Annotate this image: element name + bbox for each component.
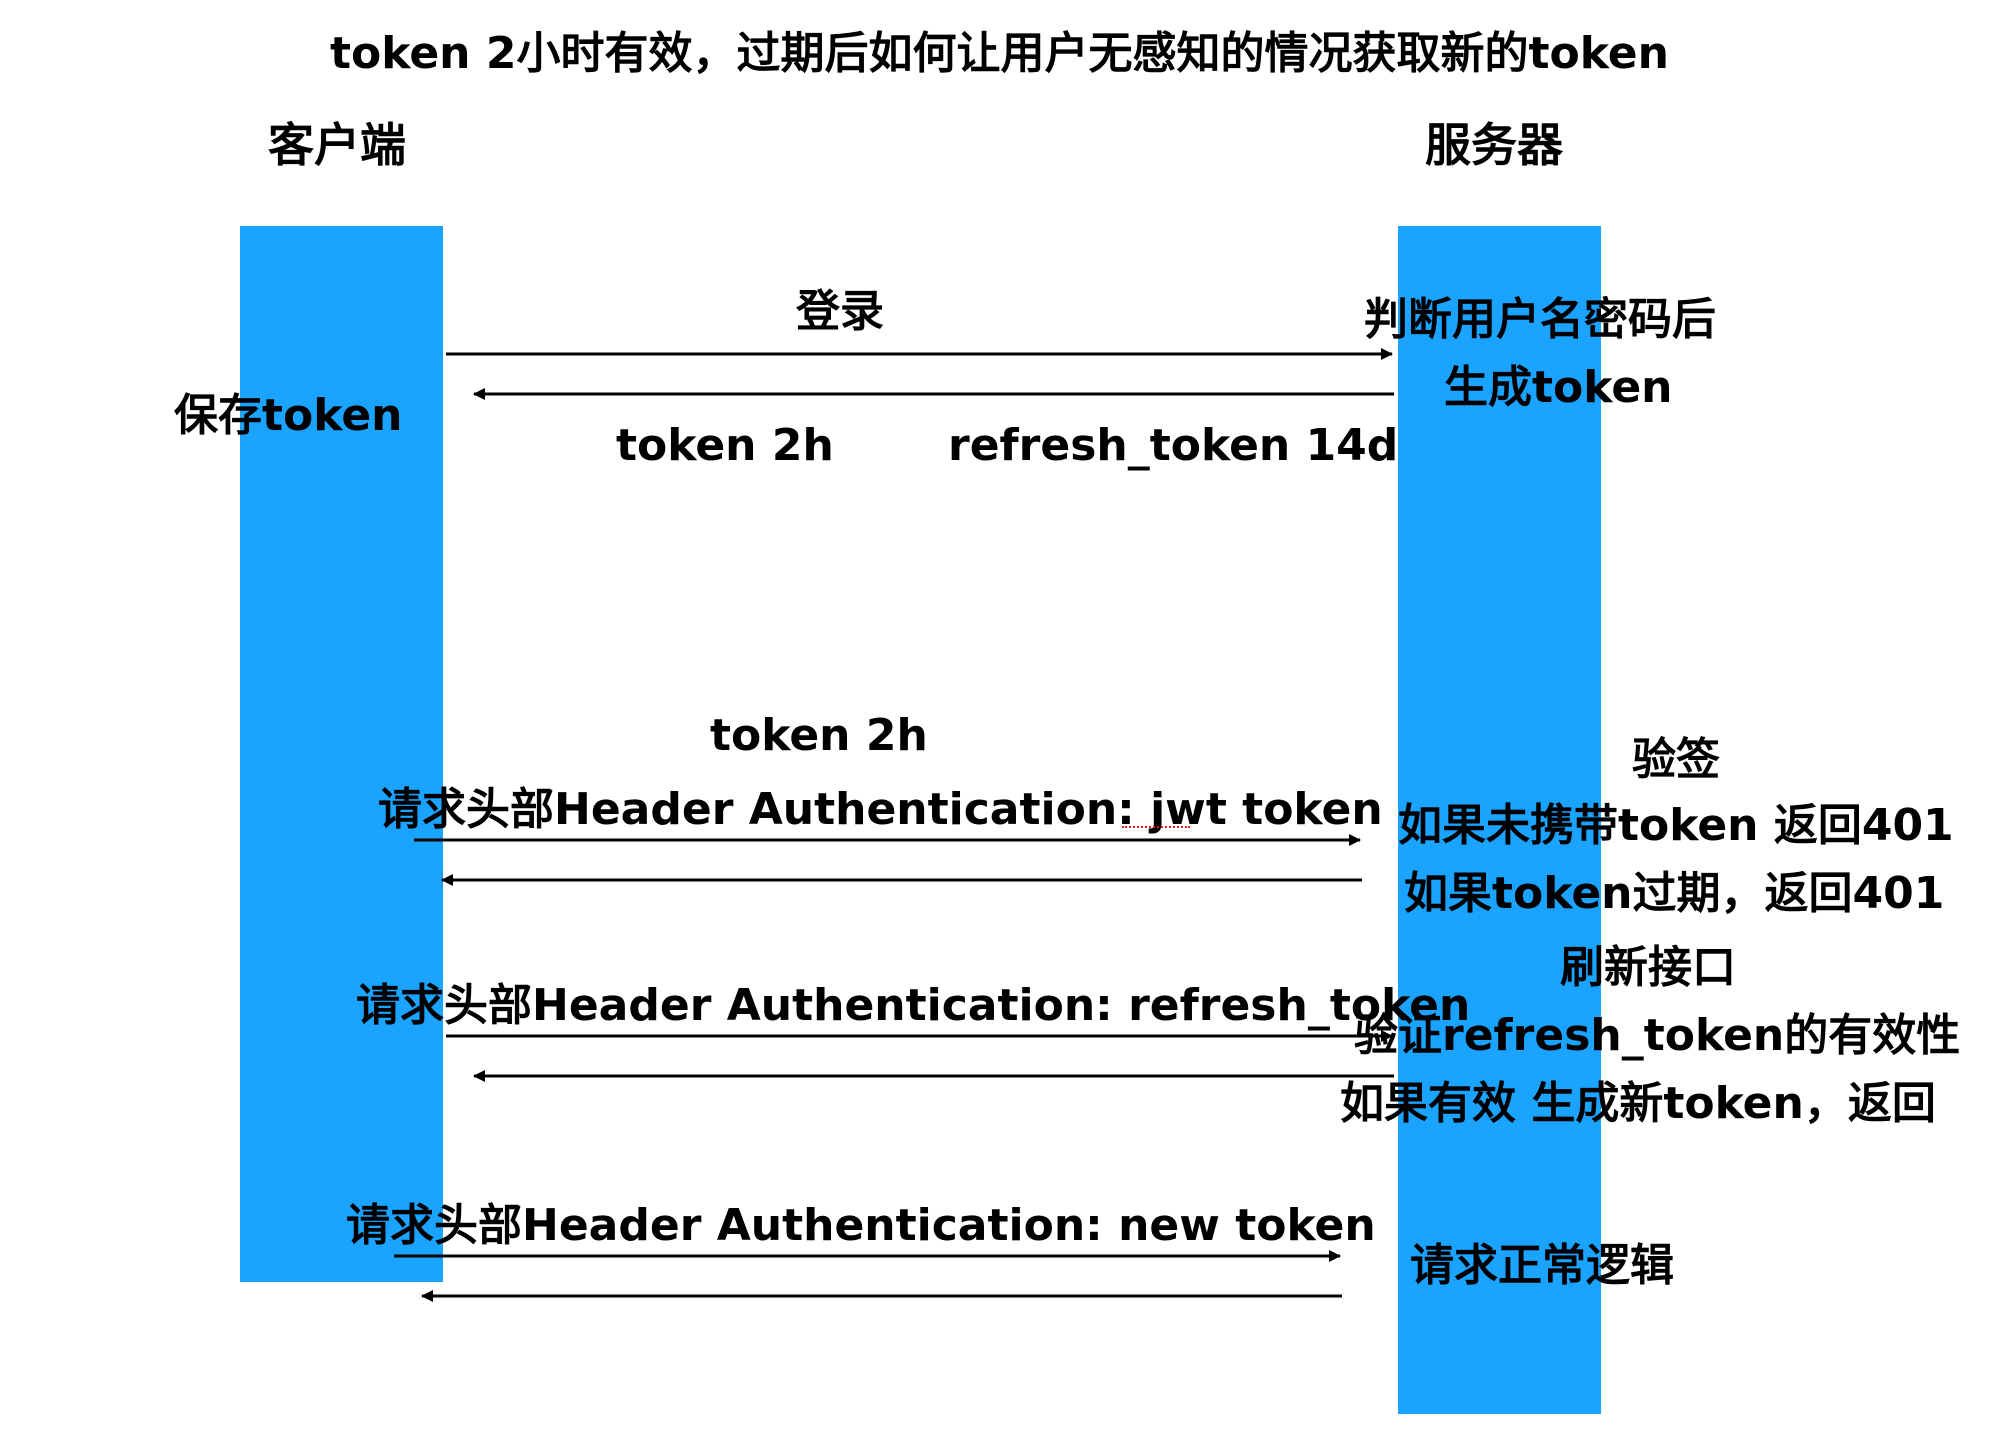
login-response-token-label: token 2h: [616, 420, 834, 471]
diagram-title: token 2小时有效，过期后如何让用户无感知的情况获取新的token: [330, 28, 1669, 79]
login-response-refresh-label: refresh_token 14d: [948, 420, 1399, 471]
jwt-token-label: token 2h: [710, 710, 928, 761]
new-token-request-label: 请求头部Header Authentication: new token: [346, 1200, 1376, 1251]
jwt-request-label: 请求头部Header Authentication: jwt token: [378, 784, 1383, 835]
login-server-note-1: 判断用户名密码后: [1364, 294, 1716, 345]
refresh-server-note-2: 验证refresh_token的有效性: [1354, 1010, 1961, 1061]
refresh-server-note-1: 刷新接口: [1560, 942, 1736, 993]
server-lifeline: [1398, 226, 1601, 1414]
jwt-server-note-1: 验签: [1632, 734, 1720, 785]
login-request-label: 登录: [796, 286, 884, 337]
client-save-token-note: 保存token: [174, 390, 403, 441]
server-actor-label: 服务器: [1425, 118, 1563, 172]
client-lifeline: [240, 226, 443, 1282]
new-token-server-note: 请求正常逻辑: [1410, 1240, 1674, 1291]
refresh-server-note-3: 如果有效 生成新token，返回: [1340, 1078, 1936, 1129]
login-server-note-2: 生成token: [1444, 362, 1673, 413]
jwt-server-note-2: 如果未携带token 返回401: [1398, 800, 1954, 851]
client-actor-label: 客户端: [268, 118, 406, 172]
spellcheck-underline: [1122, 826, 1190, 828]
refresh-request-label: 请求头部Header Authentication: refresh_token: [356, 980, 1471, 1031]
jwt-server-note-3: 如果token过期，返回401: [1404, 868, 1945, 919]
